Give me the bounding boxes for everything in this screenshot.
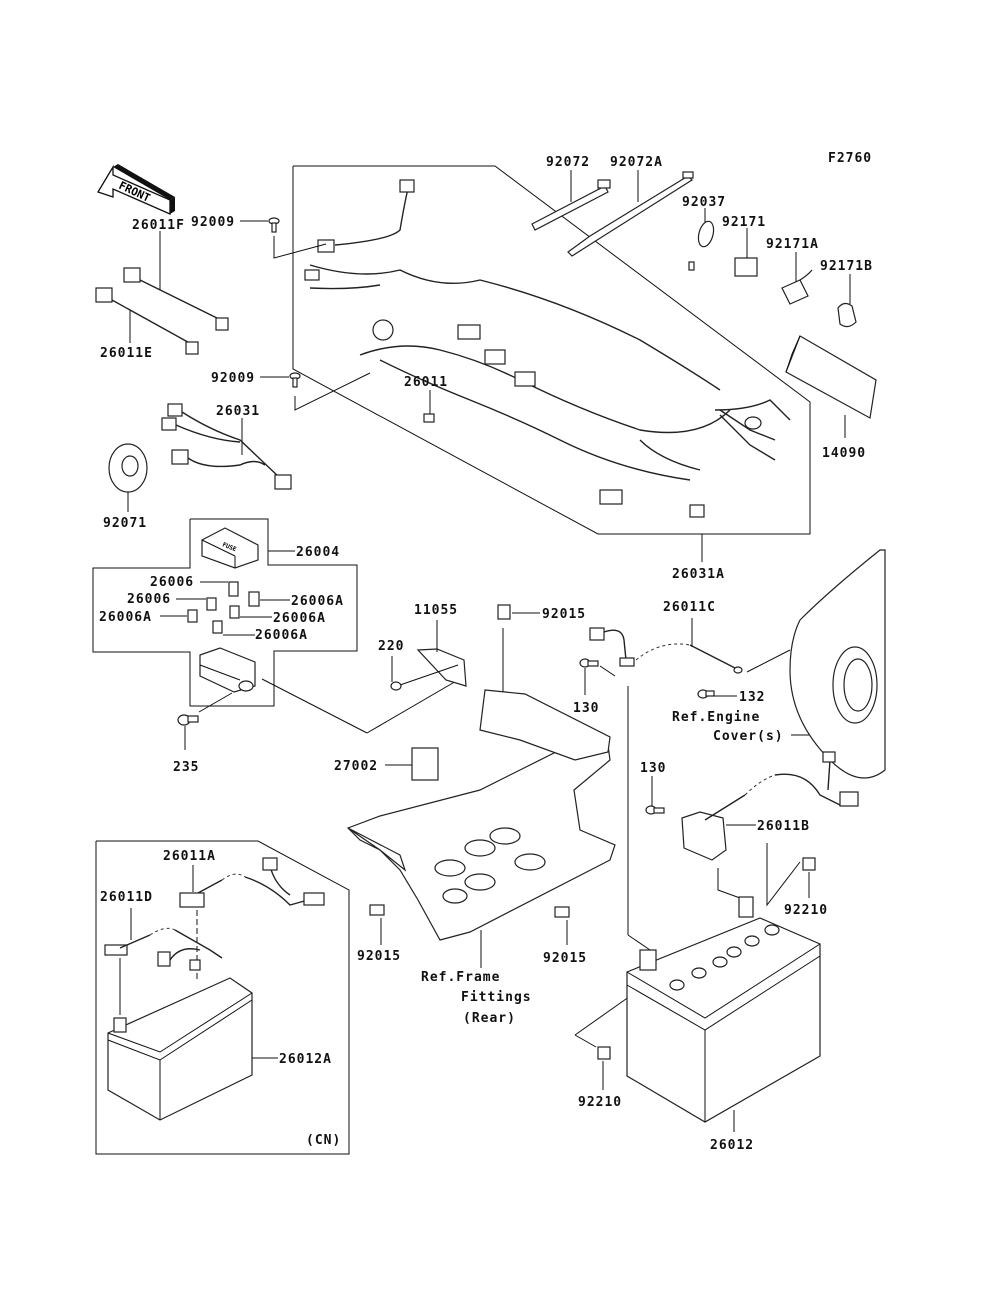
label-26031: 26031 bbox=[216, 404, 260, 419]
cover-14090 bbox=[785, 335, 877, 438]
label-130-top: 130 bbox=[573, 701, 599, 716]
label-130-mid: 130 bbox=[640, 761, 666, 776]
cn-battery-group-outline bbox=[95, 840, 350, 1155]
label-92072A: 92072A bbox=[610, 155, 663, 170]
battery-26012 bbox=[626, 896, 821, 1132]
label-220: 220 bbox=[378, 639, 404, 654]
label-235: 235 bbox=[173, 760, 199, 775]
label-26011C: 26011C bbox=[663, 600, 716, 615]
engine-cover bbox=[789, 549, 886, 779]
label-26012A: 26012A bbox=[279, 1052, 332, 1067]
main-wiring-harness bbox=[304, 179, 791, 518]
fuse-cover-26004: FUSE bbox=[201, 527, 295, 569]
cable-26011D bbox=[104, 908, 223, 1015]
cable-26011B bbox=[681, 751, 859, 899]
label-92171A: 92171A bbox=[766, 237, 819, 252]
grommet-92071 bbox=[108, 443, 148, 512]
battery-tray bbox=[346, 689, 616, 941]
cable-tie-92072A bbox=[567, 170, 694, 257]
label-26006A-b: 26006A bbox=[291, 594, 344, 609]
ref-frame-line3: (Rear) bbox=[463, 1011, 516, 1026]
label-26011A: 26011A bbox=[163, 849, 216, 864]
ref-engine-line2: Cover(s) bbox=[713, 729, 784, 744]
screw-220 bbox=[390, 656, 402, 691]
clip-92015-right bbox=[554, 906, 570, 945]
label-92037: 92037 bbox=[682, 195, 726, 210]
label-26011F: 26011F bbox=[132, 218, 185, 233]
label-26006-b: 26006 bbox=[127, 592, 171, 607]
bolt-130-mid bbox=[645, 776, 665, 815]
ref-frame-line1: Ref.Frame bbox=[421, 970, 500, 985]
clamp-92171A bbox=[781, 252, 813, 305]
battery-26012A bbox=[107, 959, 278, 1121]
label-92071: 92071 bbox=[103, 516, 147, 531]
label-26004: 26004 bbox=[296, 545, 340, 560]
bracket-11055 bbox=[399, 620, 467, 687]
fuses bbox=[160, 581, 290, 636]
label-26012: 26012 bbox=[710, 1138, 754, 1153]
label-92072: 92072 bbox=[546, 155, 590, 170]
sub-harness-26011E bbox=[95, 287, 199, 355]
screw-92009-mid bbox=[260, 372, 371, 411]
ref-engine-line1: Ref.Engine bbox=[672, 710, 760, 725]
harness-group-outline bbox=[292, 165, 811, 535]
nut-92210-left bbox=[574, 974, 661, 1090]
label-26031A: 26031A bbox=[672, 567, 725, 582]
cable-26011A bbox=[179, 857, 325, 980]
sub-harness-26031 bbox=[161, 403, 292, 490]
ref-frame-line2: Fittings bbox=[461, 990, 532, 1005]
label-26006A-c: 26006A bbox=[273, 611, 326, 626]
fuse-box-base bbox=[199, 647, 459, 734]
bolt-235 bbox=[177, 692, 233, 750]
fuse-box-group-outline bbox=[92, 518, 358, 707]
nut-92210-right bbox=[766, 843, 816, 907]
bolt-130-top bbox=[579, 658, 616, 695]
diagram-id: F2760 bbox=[828, 151, 872, 166]
label-26011E: 26011E bbox=[100, 346, 153, 361]
relay-27002 bbox=[385, 747, 439, 781]
clamp-92037 bbox=[688, 208, 715, 271]
screw-92009-top bbox=[240, 217, 327, 259]
label-14090: 14090 bbox=[822, 446, 866, 461]
label-92009-mid: 92009 bbox=[211, 371, 255, 386]
bolt-132 bbox=[697, 689, 737, 699]
label-26006A-d: 26006A bbox=[255, 628, 308, 643]
cn-note: (CN) bbox=[306, 1133, 341, 1148]
label-26006-a: 26006 bbox=[150, 575, 194, 590]
label-92015-top: 92015 bbox=[542, 607, 586, 622]
label-11055: 11055 bbox=[414, 603, 458, 618]
label-132: 132 bbox=[739, 690, 765, 705]
label-92210-right: 92210 bbox=[784, 903, 828, 918]
label-26011D: 26011D bbox=[100, 890, 153, 905]
front-arrow-icon: FRONT bbox=[97, 164, 175, 215]
clamp-92171B bbox=[837, 274, 857, 328]
sensor-26011 bbox=[423, 390, 435, 423]
label-26011B: 26011B bbox=[757, 819, 810, 834]
label-27002: 27002 bbox=[334, 759, 378, 774]
label-92210-left: 92210 bbox=[578, 1095, 622, 1110]
label-92171B: 92171B bbox=[820, 259, 873, 274]
sub-harness-26011F bbox=[123, 231, 229, 331]
cable-26011C bbox=[589, 618, 791, 951]
label-92015-right: 92015 bbox=[543, 951, 587, 966]
label-92009-top: 92009 bbox=[191, 215, 235, 230]
label-26011: 26011 bbox=[404, 375, 448, 390]
label-92015-left: 92015 bbox=[357, 949, 401, 964]
clip-92015-left bbox=[369, 904, 385, 945]
label-26006A-a: 26006A bbox=[99, 610, 152, 625]
clamp-92171 bbox=[734, 228, 758, 277]
cable-tie-92072 bbox=[531, 170, 611, 231]
label-92171: 92171 bbox=[722, 215, 766, 230]
